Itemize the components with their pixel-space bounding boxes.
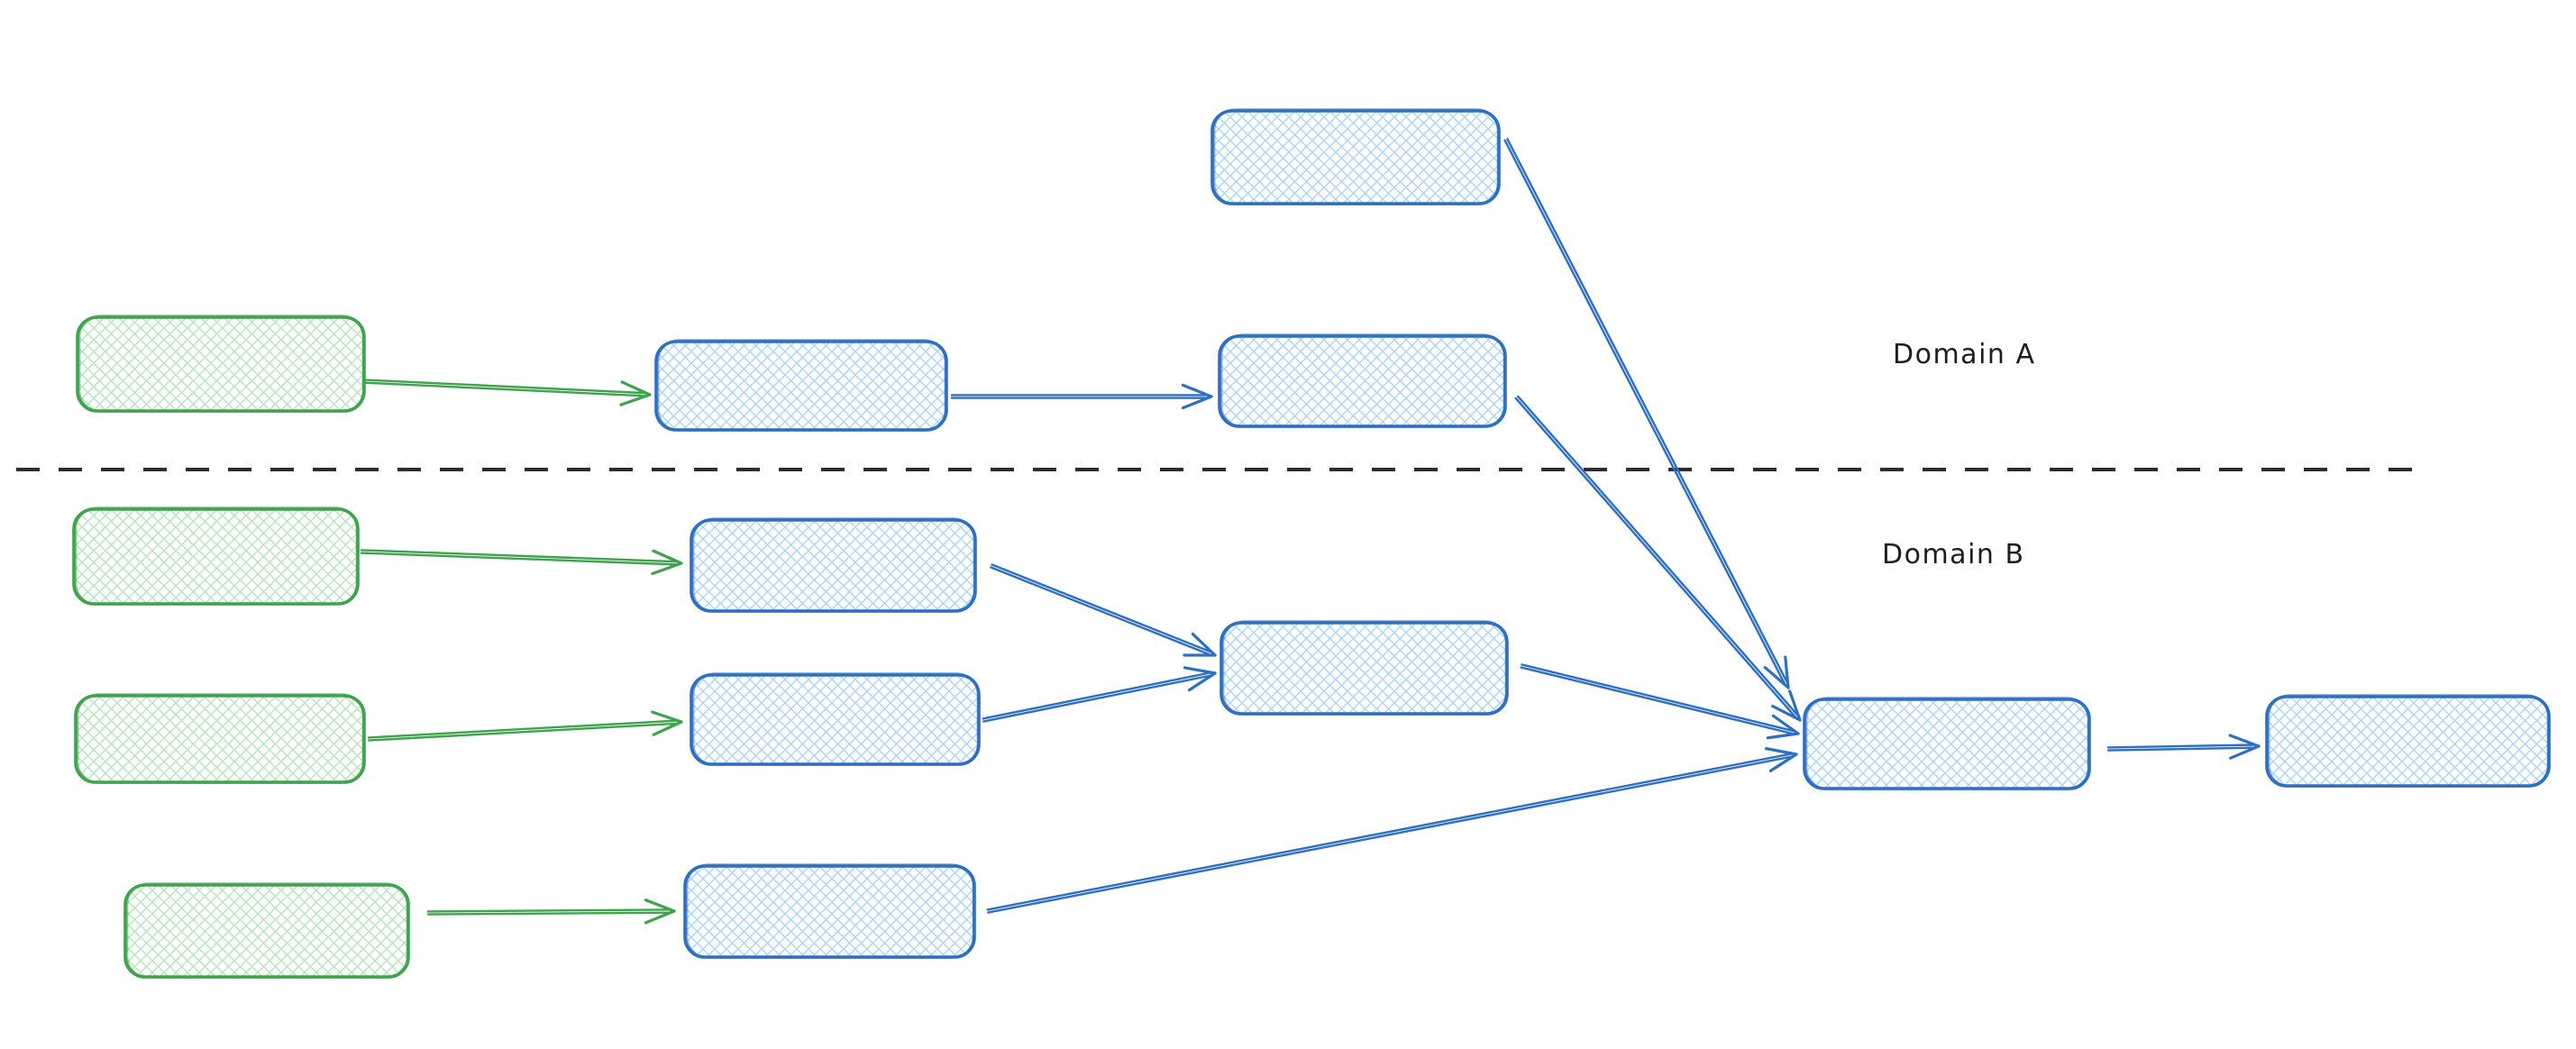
node-a-source: [76, 315, 366, 413]
label-domain-b: Domain B: [1882, 539, 2025, 570]
node-b-source-3: [123, 882, 410, 979]
arrow-b-stage2-to-merge: [1520, 663, 1800, 740]
node-b-stage1-1: [690, 517, 977, 613]
node-output: [2265, 694, 2551, 788]
node-a-stage1: [654, 339, 948, 432]
arrow-b-stage1-2-to-b-stage2: [982, 666, 1217, 723]
node-a-stage2: [1218, 333, 1507, 428]
arrow-b-source3-to-b-stage1-3: [426, 898, 676, 925]
arrow-a-source-to-a-stage1: [361, 379, 652, 406]
arrow-b-stage1-3-to-merge: [986, 747, 1798, 914]
arrow-b-source1-to-b-stage1-1: [360, 549, 683, 576]
arrow-top-source-to-merge: [1503, 138, 1790, 689]
node-b-stage2: [1219, 620, 1509, 716]
arrow-b-source2-to-b-stage1-2: [367, 710, 683, 742]
node-top-source: [1210, 108, 1501, 205]
node-b-source-2: [74, 693, 366, 784]
nodes-layer: [72, 108, 2551, 979]
node-b-stage1-2: [690, 672, 981, 766]
arrow-b-stage1-1-to-b-stage2: [990, 563, 1217, 657]
node-b-stage1-3: [683, 863, 976, 959]
node-merge: [1803, 697, 2091, 790]
arrow-a-stage2-to-merge: [1514, 395, 1802, 722]
arrow-merge-to-output: [2106, 734, 2261, 760]
arrows-layer: [360, 138, 2261, 925]
arrow-a-stage1-to-a-stage2: [950, 383, 1213, 410]
label-domain-a: Domain A: [1893, 339, 2036, 370]
node-b-source-1: [72, 506, 360, 606]
